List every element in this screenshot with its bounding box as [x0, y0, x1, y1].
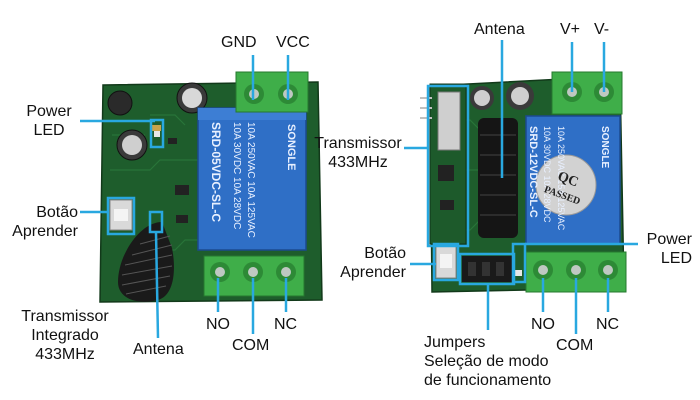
- antenna-coil-icon: [118, 222, 174, 302]
- right-relay-rating-1: 10A 250VAC 15A 125VAC: [556, 126, 566, 231]
- left-gnd-label: GND: [221, 34, 257, 51]
- right-learn-button-label: Botão Aprender: [340, 245, 406, 281]
- left-learn-button-label: Botão Aprender: [12, 204, 78, 240]
- right-transmitter-label: Transmissor 433MHz: [314, 135, 402, 171]
- power-terminal-icon: [235, 71, 309, 113]
- right-relay-brand: SONGLE: [599, 126, 610, 169]
- left-antenna-label: Antena: [133, 341, 184, 358]
- right-relay-icon: [525, 115, 621, 245]
- right-power-terminal-icon: [551, 71, 623, 115]
- right-com-label: COM: [556, 337, 594, 354]
- left-no-label: NO: [206, 316, 230, 333]
- right-vplus-label: V+: [560, 21, 581, 38]
- left-power-led-label: Power LED: [26, 103, 72, 139]
- left-nc-label: NC: [274, 316, 298, 333]
- right-vminus-label: V-: [594, 21, 610, 38]
- relay-icon: [197, 107, 307, 251]
- qc-text: QC: [555, 169, 580, 190]
- left-vcc-label: VCC: [276, 34, 310, 51]
- right-jumpers-label: Jumpers Seleção de modo de funcionamento: [424, 334, 552, 389]
- callout-lines: [80, 40, 638, 339]
- right-power-led-label: Power LED: [646, 231, 692, 267]
- jumpers-icon: [462, 256, 512, 282]
- right-antenna-label: Antena: [474, 21, 525, 38]
- left-relay-brand: SONGLE: [285, 124, 297, 170]
- transmitter-module-icon: [420, 83, 467, 245]
- qc-sticker-icon: [535, 154, 597, 216]
- inductor-icon: [107, 90, 133, 116]
- left-relay-rating-1: 10A 250VAC 10A 125VAC: [245, 122, 256, 238]
- right-relay-rating-2: 10A 30VDC 10A 28VDC: [542, 126, 552, 223]
- right-nc-label: NC: [596, 316, 620, 333]
- right-relay-model: SRD-12VDC-SL-C: [527, 126, 539, 218]
- left-relay-rating-2: 10A 30VDC 10A 28VDC: [231, 122, 242, 229]
- left-relay-model: SRD-05VDC-SL-C: [209, 122, 223, 222]
- right-antenna-coil-icon: [478, 118, 518, 238]
- left-transmitter-label: Transmissor Integrado 433MHz: [21, 308, 109, 363]
- right-no-label: NO: [531, 316, 555, 333]
- right-module-board: [420, 71, 627, 293]
- left-com-label: COM: [232, 337, 270, 354]
